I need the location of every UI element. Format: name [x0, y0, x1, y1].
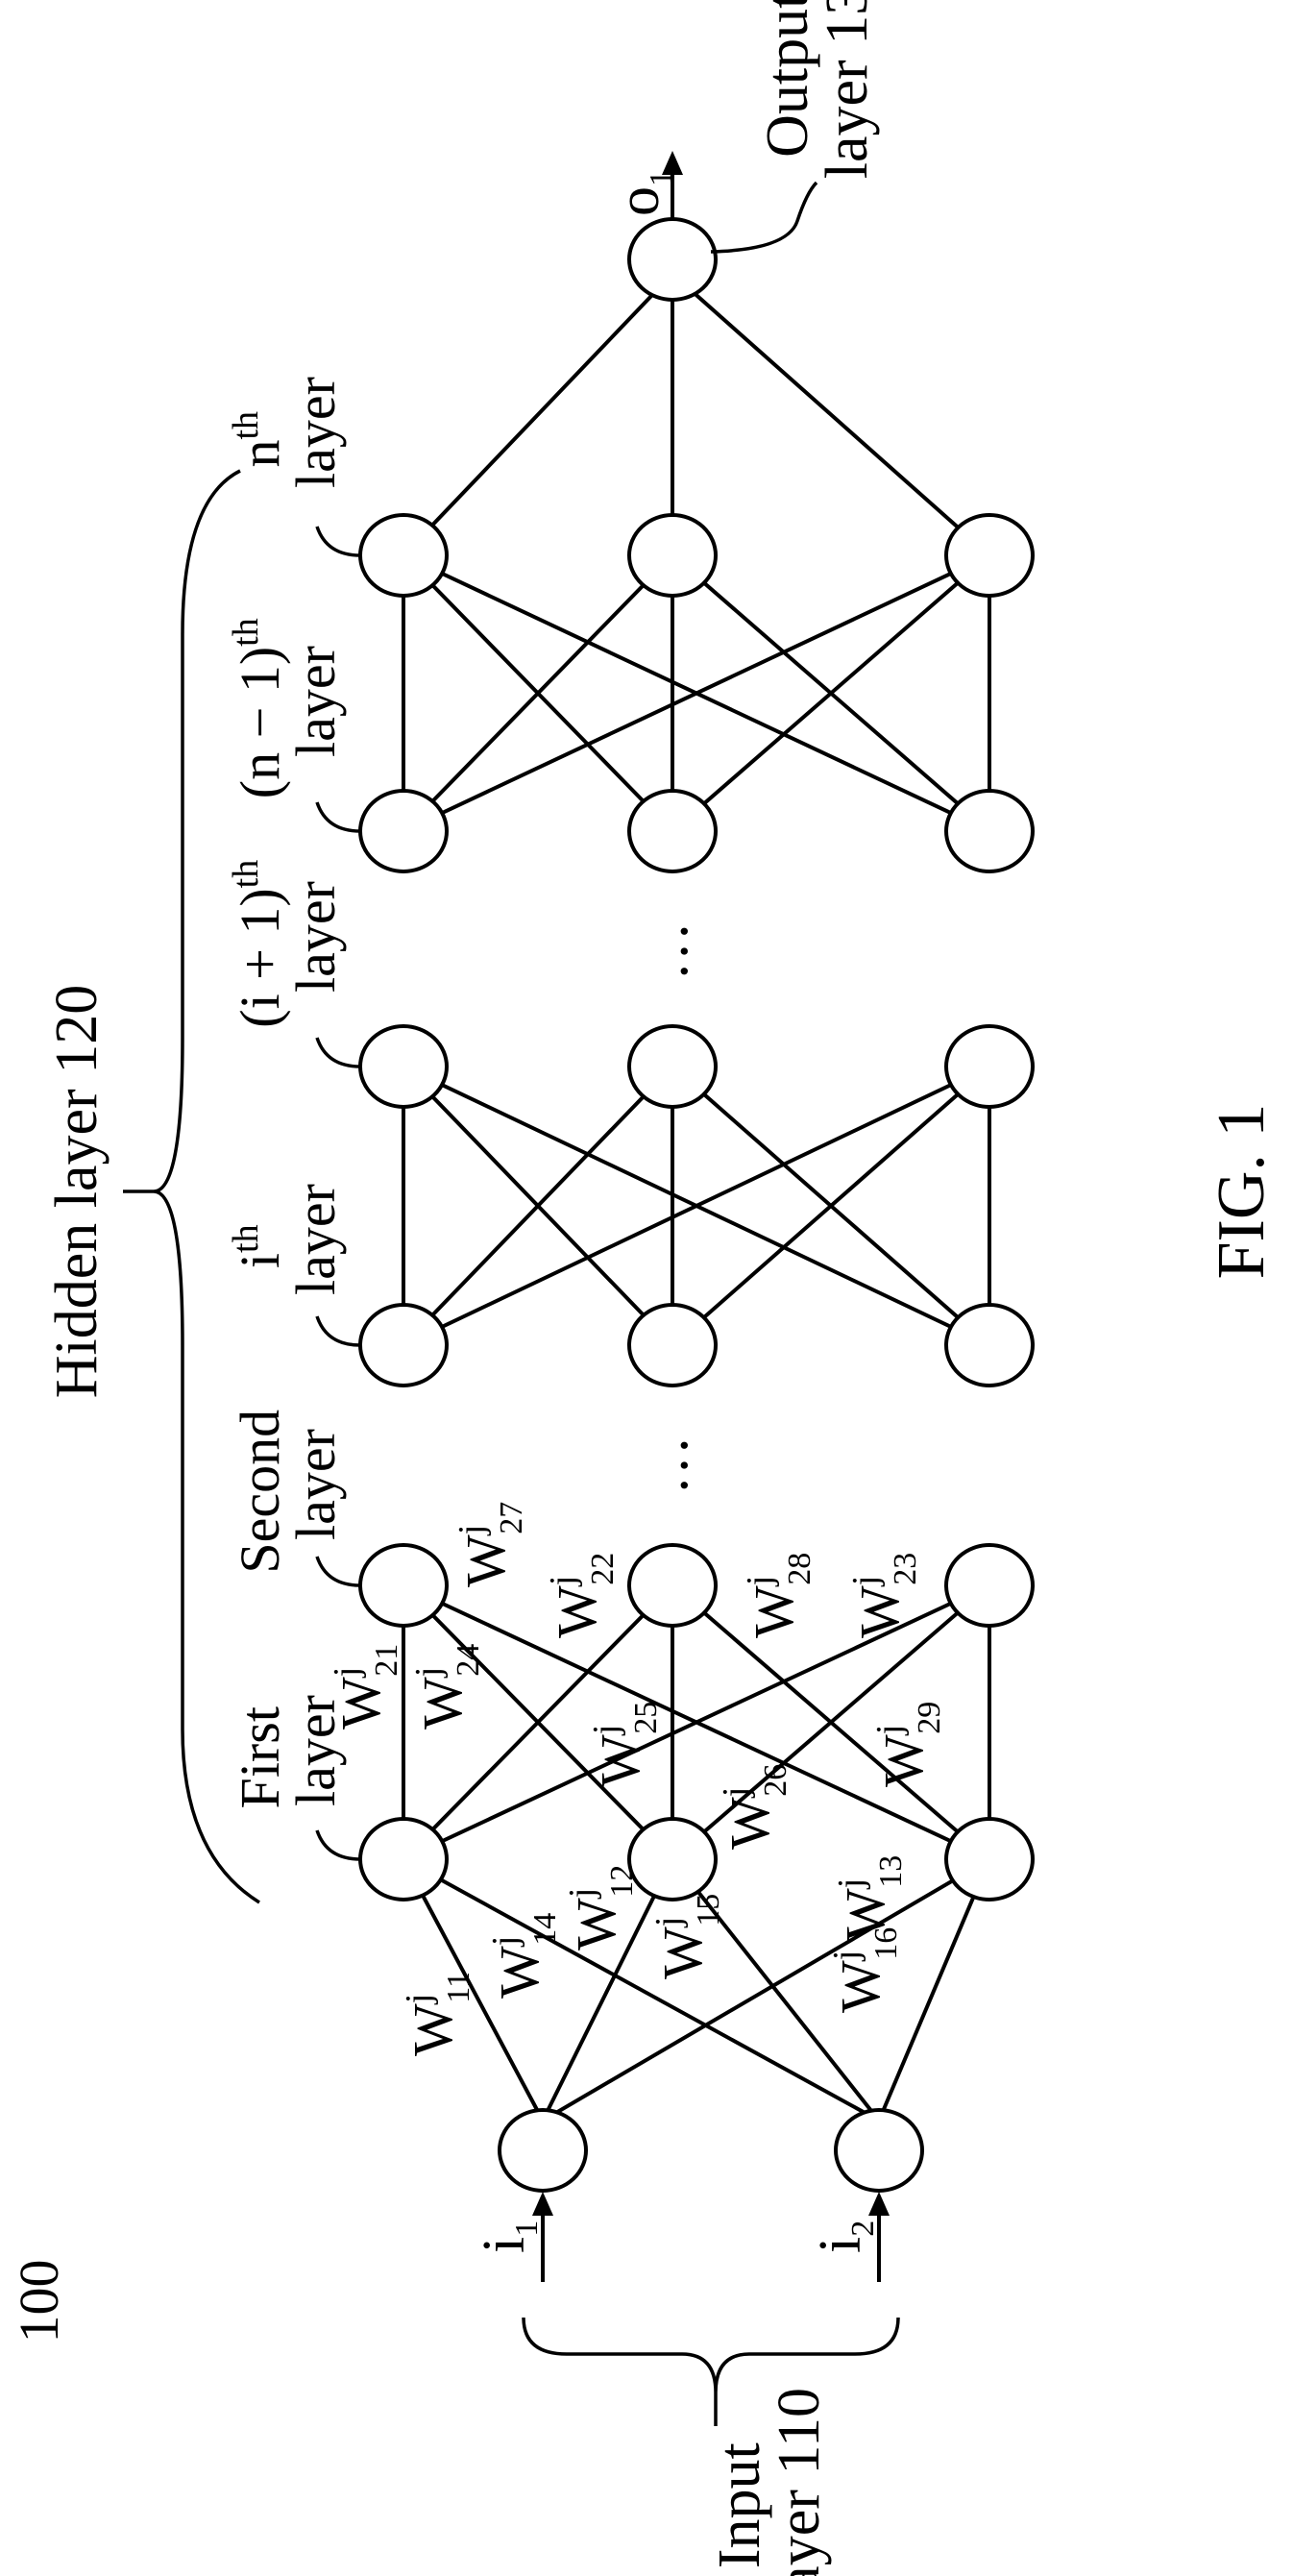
weight-label-w27: Wj27: [451, 1502, 529, 1587]
edge-d3-out: [672, 274, 989, 555]
ith-layer-label-sup: th: [226, 1224, 266, 1253]
second-layer-label-line-2: layer: [284, 1429, 347, 1540]
first-layer-label-line-1: First: [229, 1706, 291, 1808]
ith-layer-callout: [317, 1316, 360, 1345]
i-plus-1-layer-node-3: [946, 1026, 1033, 1107]
n-minus-1-layer-label-base: (n − 1): [229, 647, 291, 798]
weight-label-w23: Wj23: [845, 1553, 923, 1638]
ith-layer-label-base: i: [229, 1253, 291, 1268]
nth-layer-node-3: [946, 515, 1033, 596]
n-minus-1-layer-callout: [317, 802, 360, 831]
second-layer-callout: [317, 1557, 360, 1585]
input-layer-label-line-1: Input: [707, 2442, 772, 2568]
weight-label-w24: Wj24: [408, 1644, 486, 1730]
weight-label-w15: Wj15: [648, 1894, 726, 1979]
input-1-sub: 1: [509, 2220, 545, 2237]
input-node-2: [836, 2110, 922, 2191]
input-1-base: i: [472, 2237, 537, 2253]
output-layer-label-line-1: Output: [755, 0, 820, 158]
n-minus-1-layer-label-sup: th: [226, 618, 266, 647]
i-plus-1-layer-label-line-2: layer: [284, 881, 347, 993]
second-layer-node-3: [946, 1545, 1033, 1626]
nth-layer-label-line-2: layer: [284, 377, 347, 488]
hidden-layer-label: Hidden layer 120: [44, 985, 110, 1398]
input-2-label: i2: [808, 2220, 881, 2253]
weight-label-w21: Wj21: [327, 1644, 404, 1730]
weight-label-w22: Wj22: [543, 1553, 621, 1638]
nth-layer-node-2: [629, 515, 716, 596]
i-plus-1-layer-label-base: (i + 1): [229, 888, 291, 1027]
nth-layer-node-1: [360, 515, 447, 596]
weight-label-w29: Wj29: [869, 1702, 947, 1787]
input-layer-label: Input layer 110: [707, 2388, 832, 2576]
second-layer-node-1: [360, 1545, 447, 1626]
input-arrow-2-head: [868, 2192, 890, 2216]
second-layer-label-line-1: Second: [229, 1410, 291, 1574]
n-minus-1-layer-label: (n − 1)th layer: [207, 604, 347, 798]
edge-d1-out: [403, 274, 672, 555]
n-minus-1-layer-label-line-2: layer: [284, 646, 347, 757]
figure-caption: FIG. 1: [1205, 1104, 1279, 1280]
ith-layer-label: ith layer: [207, 1184, 347, 1295]
input-2-base: i: [808, 2237, 873, 2253]
n-minus-1-layer-node-1: [360, 791, 447, 871]
input-node-1: [500, 2110, 586, 2191]
input-2-sub: 2: [845, 2220, 881, 2237]
first-layer-node-1: [360, 1819, 447, 1900]
nth-layer-label-base: n: [229, 440, 291, 468]
n-minus-1-layer-node-2: [629, 791, 716, 871]
i-plus-1-layer-label-sup: th: [226, 860, 266, 889]
first-layer-node-2: [629, 1819, 716, 1900]
braces-and-callouts: [123, 183, 898, 2426]
nth-layer-callout: [317, 527, 360, 555]
output-layer-label-line-2: layer 130: [815, 0, 880, 179]
ith-layer-node-1: [360, 1305, 447, 1386]
nth-layer-label-sup: th: [226, 411, 266, 440]
input-layer-brace: [524, 2318, 898, 2392]
input-layer-label-line-2: layer 110: [767, 2388, 832, 2576]
weight-label-w28: Wj28: [740, 1553, 817, 1638]
figure-reference-number: 100: [8, 2260, 70, 2343]
output-callout: [711, 183, 817, 252]
output-node: [629, 219, 716, 300]
second-layer-node-2: [629, 1545, 716, 1626]
i-plus-1-layer-node-2: [629, 1026, 716, 1107]
first-layer-callout: [317, 1830, 360, 1859]
n-minus-1-layer-node-3: [946, 791, 1033, 871]
weight-label-w11: Wj11: [399, 1972, 476, 2056]
output-1-base: o: [606, 186, 671, 216]
weight-label-w26: Wj26: [716, 1764, 793, 1850]
output-1-sub: 1: [644, 170, 679, 186]
ith-layer-label-line-2: layer: [284, 1184, 347, 1295]
output-layer-label: Output layer 130: [755, 0, 880, 179]
input-1-label: i1: [472, 2220, 545, 2253]
weight-label-w12: Wj12: [562, 1865, 640, 1950]
ellipsis-between-i-plus-1-and-n-minus-1: …: [635, 921, 700, 981]
ith-layer-node-3: [946, 1305, 1033, 1386]
input-arrow-1-head: [532, 2192, 553, 2216]
ith-layer-node-2: [629, 1305, 716, 1386]
output-1-label: o1: [606, 170, 679, 216]
ellipsis-between-second-and-ith: …: [635, 1435, 700, 1495]
i-plus-1-layer-callout: [317, 1038, 360, 1067]
nth-layer-label: nth layer: [207, 377, 347, 488]
first-layer-node-3: [946, 1819, 1033, 1900]
second-layer-label: Second layer: [229, 1395, 347, 1573]
i-plus-1-layer-node-1: [360, 1026, 447, 1107]
i-plus-1-layer-label: (i + 1)th layer: [207, 846, 347, 1028]
